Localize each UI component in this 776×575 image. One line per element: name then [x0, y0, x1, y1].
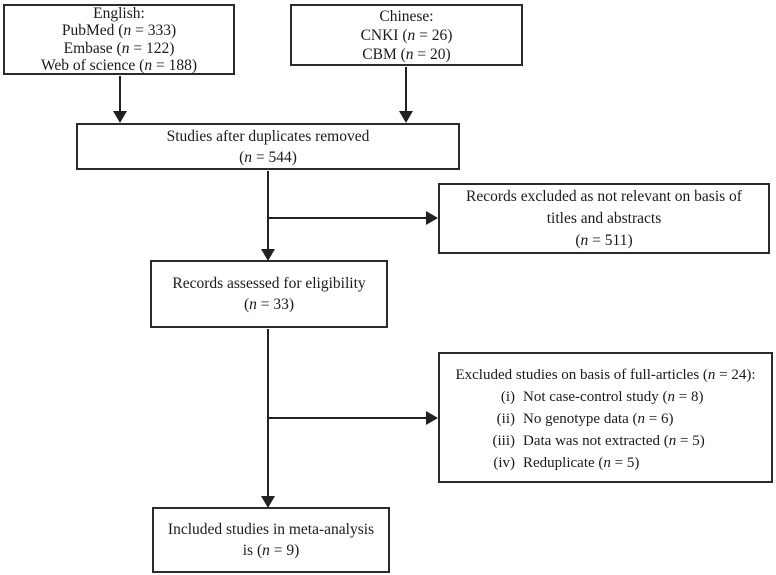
box-excluded-full-articles: Excluded studies on basis of full-articl…: [438, 352, 773, 483]
arrow-right-icon: [426, 211, 438, 225]
list-item-numeral: (ii): [496, 411, 515, 427]
box-line: Web of science (n = 188): [41, 57, 197, 74]
list-item: Reduplicate (n = 5): [523, 455, 640, 471]
box-line: Chinese:: [379, 7, 434, 25]
list-item: Data was not extracted (n = 5): [523, 433, 705, 449]
box-included-meta-analysis: Included studies in meta-analysis is (n …: [152, 507, 390, 573]
box-line: Embase (n = 122): [63, 39, 175, 57]
box-line: Records assessed for eligibility: [172, 275, 366, 292]
arrow-right-icon: [426, 411, 438, 425]
box-title: Excluded studies on basis of full-articl…: [455, 367, 756, 383]
box-english-sources: English: PubMed (n = 333) Embase (n = 12…: [3, 4, 235, 75]
box-line: English:: [93, 4, 145, 22]
list-item-numeral: (iii): [492, 433, 516, 449]
list-item: No genotype data (n = 6): [523, 411, 674, 427]
box-line: CNKI (n = 26): [360, 26, 453, 44]
box-line: CBM (n = 20): [362, 45, 451, 63]
box-line: (n = 544): [239, 148, 297, 166]
box-line: Studies after duplicates removed: [166, 127, 370, 145]
box-line: is (n = 9): [242, 542, 300, 559]
box-line: PubMed (n = 333): [61, 22, 177, 39]
list-item-numeral: (i): [500, 389, 515, 405]
box-chinese-sources: Chinese: CNKI (n = 26) CBM (n = 20): [290, 4, 523, 66]
box-line: titles and abstracts: [546, 209, 662, 227]
exclusion-reasons-list: (i) Not case-control study (n = 8) (ii) …: [443, 386, 768, 474]
box-duplicates-removed: Studies after duplicates removed (n = 54…: [76, 123, 460, 170]
list-item: Not case-control study (n = 8): [523, 389, 704, 405]
box-line: Records excluded as not relevant on basi…: [466, 187, 742, 205]
box-line: (n = 511): [575, 231, 633, 249]
box-assessed-eligibility: Records assessed for eligibility (n = 33…: [150, 260, 388, 328]
box-line: (n = 33): [243, 296, 295, 313]
list-item-numeral: (iv): [493, 455, 515, 471]
arrow-down-icon: [113, 111, 127, 123]
arrow-down-icon: [261, 249, 275, 261]
box-excluded-titles-abstracts: Records excluded as not relevant on basi…: [438, 183, 770, 254]
arrow-down-icon: [261, 496, 275, 508]
arrow-down-icon: [399, 111, 413, 123]
box-line: Included studies in meta-analysis: [167, 521, 375, 538]
